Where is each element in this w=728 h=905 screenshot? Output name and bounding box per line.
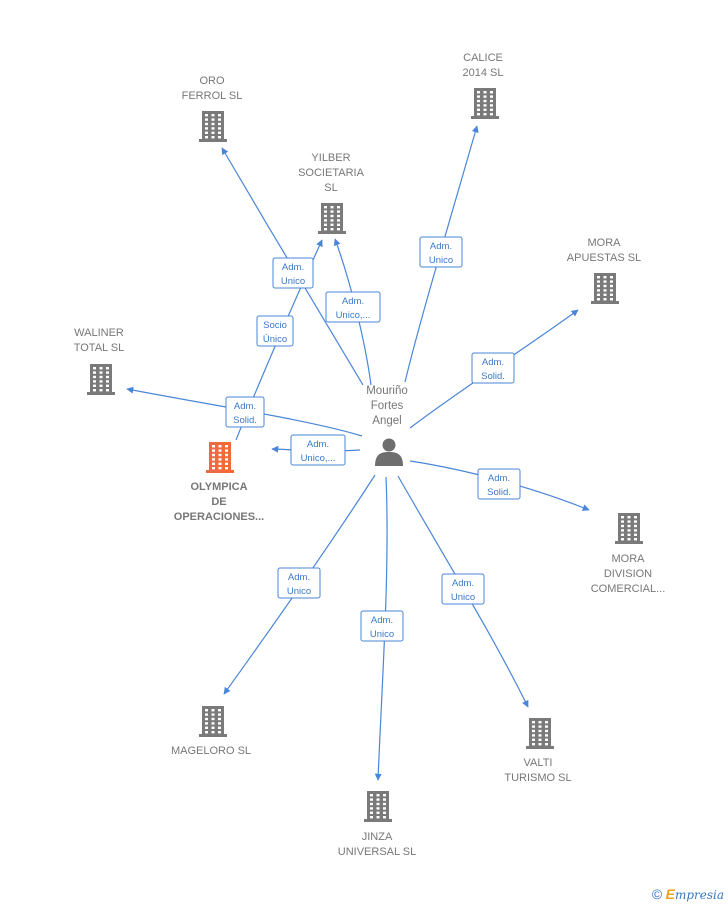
relation-text: Unico — [281, 276, 305, 287]
node-label-line: COMERCIAL... — [591, 583, 666, 595]
node-label-line: SL — [324, 182, 337, 194]
node-label-line: MORA — [588, 237, 622, 249]
building-icon[interactable] — [364, 791, 392, 822]
relation-text: Adm. — [307, 439, 329, 450]
relation-label-calice[interactable]: Adm. Unico — [419, 236, 463, 268]
building-icon[interactable] — [471, 88, 499, 119]
relation-text: Unico — [287, 586, 311, 597]
relation-text: Adm. — [288, 572, 310, 583]
node-jinza[interactable]: JINZA UNIVERSAL SL — [338, 791, 416, 858]
node-oro-ferrol[interactable]: ORO FERROL SL — [182, 75, 243, 142]
building-icon[interactable] — [615, 513, 643, 544]
node-yilber[interactable]: YILBER SOCIETARIA SL — [298, 152, 365, 234]
brand-name: mpresia — [674, 888, 724, 902]
relation-text: Socio — [263, 320, 287, 331]
copyright-icon: © — [651, 886, 663, 902]
relation-text: Adm. — [430, 241, 452, 252]
node-label-line: TOTAL SL — [74, 342, 125, 354]
node-label-line: DE — [211, 496, 226, 508]
node-label-line: OPERACIONES... — [174, 511, 264, 523]
relation-text: Unico,... — [336, 310, 371, 321]
node-label-line: MORA — [612, 553, 646, 565]
building-icon[interactable] — [87, 364, 115, 395]
relation-text: Unico — [429, 255, 453, 266]
relation-label-mora-apuestas[interactable]: Adm. Solid. — [471, 352, 515, 384]
brand-initial: E — [665, 886, 675, 902]
node-olympica[interactable]: OLYMPICA DE OPERACIONES... — [174, 442, 264, 523]
relation-text: Adm. — [282, 262, 304, 273]
relation-text: Adm. — [371, 615, 393, 626]
central-name-line: Mouriño — [366, 385, 408, 397]
relation-text: Unico — [370, 629, 394, 640]
relation-label-jinza[interactable]: Adm. Unico — [360, 610, 404, 642]
building-icon[interactable] — [526, 718, 554, 749]
central-name-line: Fortes — [371, 400, 404, 412]
building-icon[interactable] — [318, 203, 346, 234]
relation-text: Solid. — [233, 415, 257, 426]
node-label-line: UNIVERSAL SL — [338, 846, 416, 858]
node-label-line: SOCIETARIA — [298, 167, 364, 179]
brand-footer[interactable]: © Empresia — [652, 886, 724, 902]
node-label-line: FERROL SL — [182, 90, 243, 102]
relation-label-olympica[interactable]: Adm. Unico,... — [290, 434, 346, 466]
person-icon[interactable] — [375, 438, 403, 467]
relation-text: Unico,... — [301, 453, 336, 464]
relation-text: Único — [263, 334, 287, 345]
relation-text: Adm. — [488, 473, 510, 484]
relation-label-mora-division[interactable]: Adm. Solid. — [477, 468, 521, 500]
relation-label-valti[interactable]: Adm. Unico — [441, 573, 485, 605]
node-calice[interactable]: CALICE 2014 SL — [463, 52, 504, 119]
relation-text: Adm. — [482, 357, 504, 368]
relation-label-waliner[interactable]: Adm. Solid. — [225, 396, 265, 428]
relation-text: Adm. — [234, 401, 256, 412]
central-name-line: Angel — [372, 415, 401, 427]
node-label-line: DIVISION — [604, 568, 652, 580]
node-mora-apuestas[interactable]: MORA APUESTAS SL — [567, 237, 641, 304]
building-icon[interactable] — [206, 442, 234, 473]
node-mageloro[interactable]: MAGELORO SL — [171, 706, 251, 757]
node-label-line: 2014 SL — [463, 67, 504, 79]
relation-text: Adm. — [342, 296, 364, 307]
node-label-line: JINZA — [362, 831, 393, 843]
relation-label-oro-ferrol[interactable]: Adm. Unico — [272, 257, 314, 289]
node-label-line: OLYMPICA — [190, 481, 247, 493]
edges-layer — [126, 125, 590, 781]
relations-layer: Adm.UnicoAdm.Unico,...SocioÚnicoAdm.Unic… — [225, 236, 521, 642]
relation-label-mageloro[interactable]: Adm. Unico — [277, 567, 321, 599]
node-label-line: APUESTAS SL — [567, 252, 641, 264]
node-label-line: VALTI — [524, 757, 553, 769]
building-icon[interactable] — [199, 111, 227, 142]
building-icon[interactable] — [591, 273, 619, 304]
node-label-line: ORO — [199, 75, 225, 87]
node-label-line: WALINER — [74, 327, 124, 339]
node-label-line: MAGELORO SL — [171, 745, 251, 757]
node-label-line: CALICE — [463, 52, 503, 64]
building-icon[interactable] — [199, 706, 227, 737]
node-label-line: YILBER — [311, 152, 350, 164]
node-mora-division[interactable]: MORA DIVISION COMERCIAL... — [591, 513, 666, 595]
relation-text: Solid. — [481, 371, 505, 382]
nodes-layer: ORO FERROL SL CALICE 2014 SL YILBER SOCIETARI… — [74, 52, 666, 858]
relation-text: Solid. — [487, 487, 511, 498]
relation-text: Adm. — [452, 578, 474, 589]
node-label-line: TURISMO SL — [504, 772, 571, 784]
node-waliner[interactable]: WALINER TOTAL SL — [74, 327, 125, 395]
relation-label-yilber-1[interactable]: Adm. Unico,... — [325, 291, 381, 323]
node-valti[interactable]: VALTI TURISMO SL — [504, 718, 572, 784]
relation-text: Unico — [451, 592, 475, 603]
